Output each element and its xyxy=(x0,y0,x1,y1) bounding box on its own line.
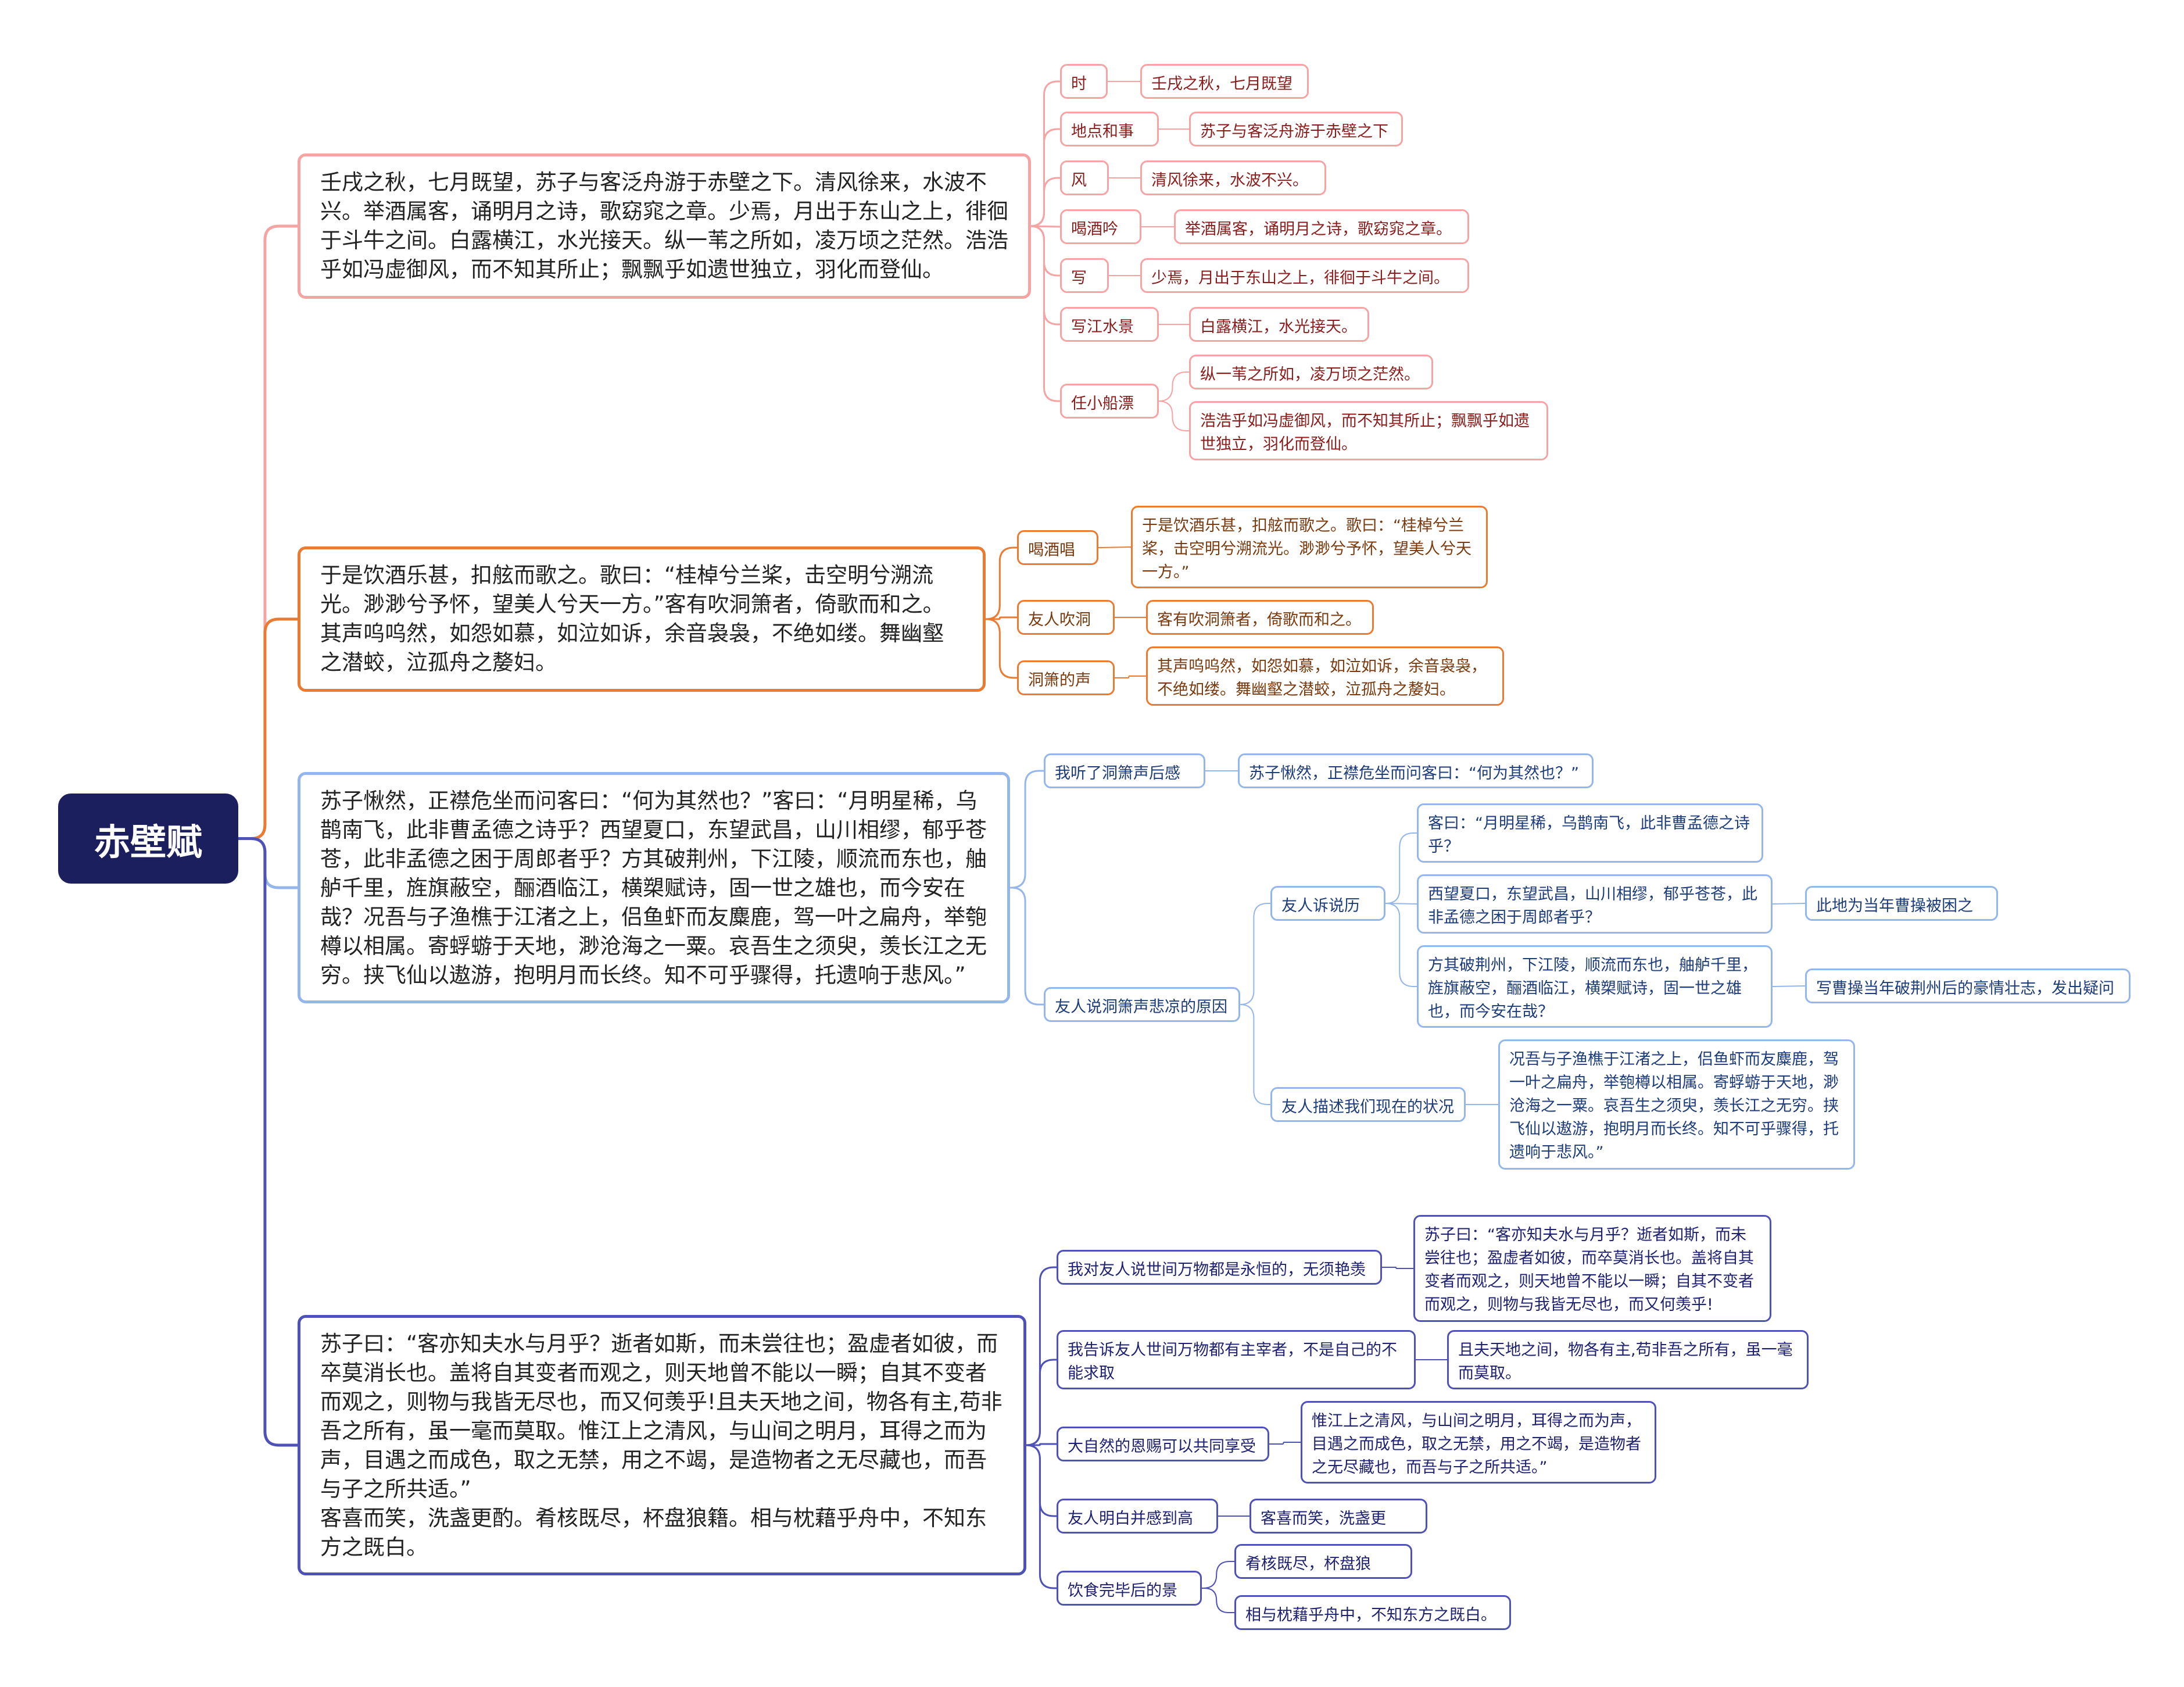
connector-24 xyxy=(1115,675,1146,678)
branch-1-node[interactable]: 壬戌之秋，七月既望，苏子与客泛舟游于赤壁之下。清风徐来，水波不兴。举酒属客，诵明… xyxy=(298,153,1031,299)
branch-1-topic-river[interactable]: 写江水景象 xyxy=(1060,307,1159,342)
branch-3-note-history-2[interactable]: 此地为当年曹操被困之地 xyxy=(1805,886,1998,921)
branch-4-topic-nature[interactable]: 大自然的恩赐可以共同享受 xyxy=(1057,1427,1269,1461)
connector-38 xyxy=(1026,1443,1057,1446)
connector-26 xyxy=(1010,887,1044,1006)
connector-33 xyxy=(1772,903,1806,905)
connector-34 xyxy=(1772,985,1806,987)
branch-2-detail-flute[interactable]: 客有吹洞箫者，倚歌而和之。 xyxy=(1146,600,1374,635)
connector-2 xyxy=(238,837,298,889)
branch-3-topic-reason[interactable]: 友人说洞箫声悲凉的原因 xyxy=(1044,987,1240,1022)
branch-4-detail-happy[interactable]: 客喜而笑，洗盏更酌。 xyxy=(1249,1499,1427,1534)
connector-32 xyxy=(1385,903,1417,987)
branch-2-detail-sound[interactable]: 其声呜呜然，如怨如慕，如泣如诉，余音袅袅，不绝如缕。舞幽壑之潜蛟，泣孤舟之嫠妇。 xyxy=(1146,646,1504,706)
branch-4-topic-eternal[interactable]: 我对友人说世间万物都是永恒的，无须艳羡 xyxy=(1057,1250,1382,1285)
connector-19 xyxy=(986,546,1017,620)
branch-4-node[interactable]: 苏子曰：“客亦知夫水与月乎？逝者如斯，而未尝往也；盈虚者如彼，而卒莫消长也。盖将… xyxy=(298,1315,1026,1575)
connector-1 xyxy=(238,617,298,840)
connector-39 xyxy=(1026,1444,1057,1517)
branch-3-detail-history-3[interactable]: 方其破荆州，下江陵，顺流而东也，舳舻千里，旌旗蔽空，酾酒临江，横槊赋诗，固一世之… xyxy=(1417,945,1773,1028)
branch-3-topic-feel[interactable]: 我听了洞箫声后感慨 xyxy=(1044,753,1205,788)
branch-3-note-history-3[interactable]: 写曹操当年破荆州后的豪情壮志，发出疑问 xyxy=(1805,968,2131,1003)
branch-4-topic-owner[interactable]: 我告诉友人世间万物都有主宰者，不是自己的不能求取 xyxy=(1057,1330,1416,1389)
connector-3 xyxy=(238,837,298,1447)
connector-21 xyxy=(986,618,1017,679)
branch-1-detail-place[interactable]: 苏子与客泛舟游于赤壁之下 xyxy=(1189,112,1403,146)
connector-41 xyxy=(1382,1267,1413,1269)
connector-22 xyxy=(1098,546,1132,548)
branch-4-topic-after[interactable]: 饮食完毕后的景象 xyxy=(1057,1571,1202,1606)
branch-1-detail-scenery[interactable]: 清风徐来，水波不兴。 xyxy=(1140,160,1326,195)
branch-4-topic-happy[interactable]: 友人明白并感到高兴 xyxy=(1057,1499,1218,1534)
branch-3-node[interactable]: 苏子愀然，正襟危坐而问客曰：“何为其然也？”客曰：“月明星稀，乌鹊南飞，此非曹孟… xyxy=(298,772,1010,1003)
connector-8 xyxy=(1030,225,1060,277)
branch-3-detail-history-2[interactable]: 西望夏口，东望武昌，山川相缪，郁乎苍苍，此非孟德之困于周郎者乎？ xyxy=(1417,874,1773,934)
branch-1-detail-moon[interactable]: 少焉，月出于东山之上，徘徊于斗牛之间。 xyxy=(1140,258,1469,293)
branch-2-detail-sing[interactable]: 于是饮酒乐甚，扣舷而歌之。歌曰：“桂棹兮兰桨，击空明兮溯流光。渺渺兮予怀，望美人… xyxy=(1131,506,1488,588)
branch-3-detail-present[interactable]: 况吾与子渔樵于江渚之上，侣鱼虾而友麋鹿，驾一叶之扁舟，举匏樽以相属。寄蜉蝣于天地… xyxy=(1498,1039,1855,1170)
connector-25 xyxy=(1010,770,1044,889)
connector-17 xyxy=(1158,371,1189,402)
branch-4-detail-owner[interactable]: 且夫天地之间，物各有主,苟非吾之所有，虽一毫而莫取。 xyxy=(1447,1330,1809,1389)
branch-3-detail-history-1[interactable]: 客曰：“月明星稀，乌鹊南飞，此非曹孟德之诗乎？ xyxy=(1417,803,1763,863)
connector-10 xyxy=(1030,225,1060,402)
branch-4-detail-nature[interactable]: 惟江上之清风，与山间之明月，耳得之而为声，目遇之而成色，取之无禁，用之不竭，是造… xyxy=(1301,1401,1656,1484)
branch-4-detail-after-2[interactable]: 相与枕藉乎舟中，不知东方之既白。 xyxy=(1234,1595,1511,1630)
branch-1-topic-boat[interactable]: 任小船漂浮 xyxy=(1060,384,1159,419)
connector-18 xyxy=(1158,401,1189,431)
branch-3-topic-history[interactable]: 友人诉说历史 xyxy=(1270,886,1385,921)
branch-4-detail-eternal[interactable]: 苏子曰：“客亦知夫水与月乎？逝者如斯，而未尝往也；盈虚者如彼，而卒莫消长也。盖将… xyxy=(1413,1215,1771,1322)
connector-43 xyxy=(1269,1442,1301,1445)
connector-20 xyxy=(986,616,1017,620)
connector-37 xyxy=(1026,1359,1057,1446)
branch-1-topic-moon[interactable]: 写月 xyxy=(1060,258,1109,293)
connector-36 xyxy=(1026,1266,1057,1446)
connector-45 xyxy=(1202,1561,1234,1589)
connector-0 xyxy=(238,224,298,840)
branch-1-detail-boat-1[interactable]: 纵一苇之所如，凌万顷之茫然。 xyxy=(1189,355,1433,389)
branch-1-detail-time[interactable]: 壬戌之秋，七月既望 xyxy=(1140,64,1309,99)
branch-1-topic-place[interactable]: 地点和事件 xyxy=(1060,112,1159,146)
connector-30 xyxy=(1385,832,1417,904)
branch-4-detail-after-1[interactable]: 肴核既尽，杯盘狼籍。 xyxy=(1234,1544,1412,1579)
connector-40 xyxy=(1026,1444,1057,1589)
branch-3-detail-feel[interactable]: 苏子愀然，正襟危坐而问客曰：“何为其然也？” xyxy=(1238,753,1594,788)
branch-3-topic-present[interactable]: 友人描述我们现在的状况 xyxy=(1270,1087,1466,1122)
branch-1-topic-scenery[interactable]: 风景 xyxy=(1060,160,1109,195)
branch-1-topic-drink[interactable]: 喝酒吟诗 xyxy=(1060,209,1141,244)
connector-46 xyxy=(1202,1588,1234,1613)
root-node[interactable]: 赤壁赋 xyxy=(58,794,238,884)
branch-1-topic-time[interactable]: 时间 xyxy=(1060,64,1108,99)
branch-1-detail-river[interactable]: 白露横江，水光接天。 xyxy=(1189,307,1369,342)
branch-1-detail-drink[interactable]: 举酒属客，诵明月之诗，歌窈窕之章。 xyxy=(1174,209,1469,244)
branch-2-topic-sing[interactable]: 喝酒唱歌 xyxy=(1017,530,1098,565)
connector-6 xyxy=(1030,177,1060,227)
connector-28 xyxy=(1240,903,1270,1005)
connector-4 xyxy=(1030,80,1060,227)
branch-1-detail-boat-2[interactable]: 浩浩乎如冯虚御风，而不知其所止；飘飘乎如遗世独立，羽化而登仙。 xyxy=(1189,401,1548,460)
branch-2-topic-sound[interactable]: 洞箫的声音 xyxy=(1017,660,1115,695)
connector-29 xyxy=(1240,1004,1270,1105)
branch-2-topic-flute[interactable]: 友人吹洞箫 xyxy=(1017,600,1115,635)
branch-2-node[interactable]: 于是饮酒乐甚，扣舷而歌之。歌曰：“桂棹兮兰桨，击空明兮溯流光。渺渺兮予怀，望美人… xyxy=(298,546,986,692)
